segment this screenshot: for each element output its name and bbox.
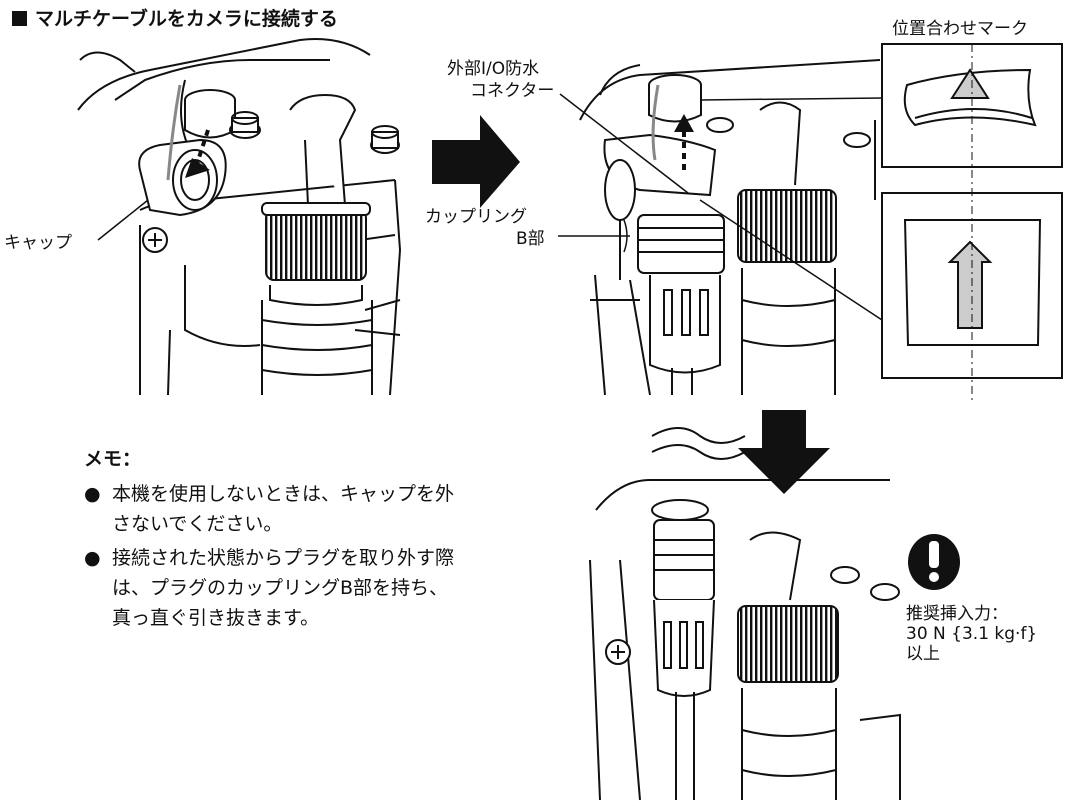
square-bullet-icon	[12, 11, 27, 26]
section-title: マルチケーブルをカメラに接続する	[12, 4, 338, 31]
memo-item-line: 本機を使用しないときは、キャップを外	[112, 483, 455, 505]
exclamation-icon	[908, 534, 960, 590]
memo-title: メモ：	[84, 448, 142, 470]
bullet-icon: ●	[84, 547, 101, 569]
label-connector-2: コネクター	[470, 81, 555, 101]
memo-list: ● 本機を使用しないときは、キャップを外 さないでください。 ● 接続された状態…	[84, 479, 524, 637]
label-alignment-mark: 位置合わせマーク	[892, 19, 1028, 39]
bullet-icon: ●	[84, 483, 101, 505]
memo-item-line: は、プラグのカップリングB部を持ち、	[112, 577, 449, 599]
memo-item-line: 接続された状態からプラグを取り外す際	[112, 547, 455, 569]
memo-item-line: 真っ直ぐ引き抜きます。	[112, 607, 320, 629]
label-coupling-2: B部	[516, 229, 545, 249]
label-cap: キャップ	[4, 233, 72, 253]
memo-item: ● 接続された状態からプラグを取り外す際 は、プラグのカップリングB部を持ち、 …	[84, 543, 524, 633]
up-arrow-icon	[674, 114, 694, 170]
camera-connecting-illustration	[579, 59, 881, 396]
down-arrow-icon	[738, 410, 830, 494]
leader-lines	[558, 93, 883, 321]
section-title-text: マルチケーブルをカメラに接続する	[35, 8, 338, 30]
memo-item: ● 本機を使用しないときは、キャップを外 さないでください。	[84, 479, 524, 539]
label-coupling-1: カップリング	[425, 207, 527, 227]
memo-item-line: さないでください。	[112, 513, 283, 535]
cable-stub	[651, 427, 746, 460]
caution-line: 以上	[906, 644, 940, 664]
caution-text: 推奨挿入力： 30 N {3.1 kg·f} 以上	[906, 604, 1037, 664]
camera-connected-illustration	[589, 479, 901, 801]
right-arrow-icon	[432, 115, 520, 208]
caution-line: 推奨挿入力：	[906, 604, 1008, 624]
label-connector-1: 外部I/O防水	[447, 59, 540, 79]
caution-line: 30 N {3.1 kg·f}	[906, 624, 1038, 644]
cap-arrow-icon	[185, 129, 210, 178]
camera-before-illustration	[77, 38, 402, 396]
